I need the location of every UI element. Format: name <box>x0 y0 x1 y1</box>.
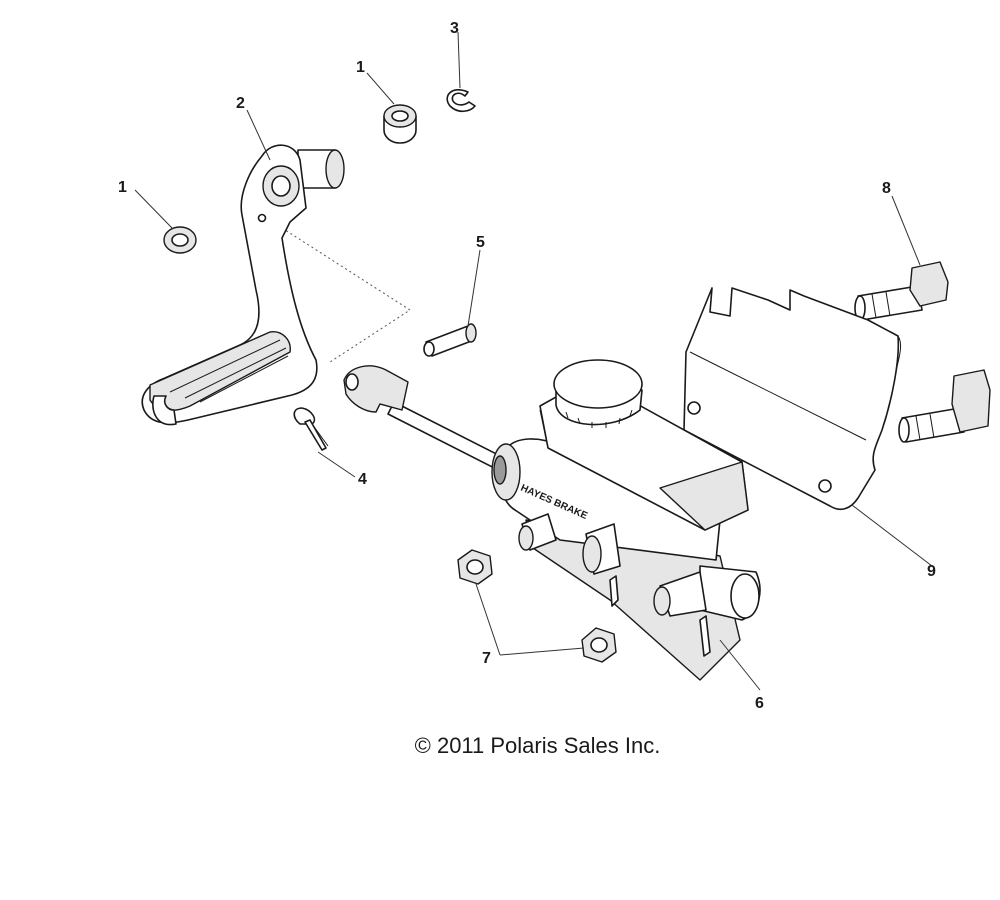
callout-1-top: 1 <box>356 59 365 76</box>
copyright-text: © 2011 Polaris Sales Inc. <box>414 733 661 758</box>
bolt-lower <box>898 369 991 443</box>
bolt-upper <box>854 261 949 321</box>
callout-9: 9 <box>927 563 936 580</box>
callouts: 1 2 3 1 4 5 6 7 8 9 <box>118 20 936 712</box>
callout-7: 7 <box>482 650 491 667</box>
callout-1-left: 1 <box>118 179 127 196</box>
callout-4: 4 <box>358 471 367 488</box>
bushing-left <box>163 226 197 254</box>
bushing-top <box>383 104 417 144</box>
cotter-pin <box>293 407 329 451</box>
nut-upper <box>457 549 493 585</box>
clevis-pin <box>423 323 477 357</box>
mounting-bracket <box>683 287 902 511</box>
nut-lower <box>581 627 617 663</box>
brake-pedal <box>141 144 411 426</box>
callout-8: 8 <box>882 180 891 197</box>
leader-lines <box>134 31 933 691</box>
callout-6: 6 <box>755 695 764 712</box>
callout-2: 2 <box>236 95 245 112</box>
callout-5: 5 <box>476 234 485 251</box>
e-clip <box>446 89 476 113</box>
master-cylinder: HAYES BRAKE <box>343 359 761 681</box>
callout-3: 3 <box>450 20 459 37</box>
